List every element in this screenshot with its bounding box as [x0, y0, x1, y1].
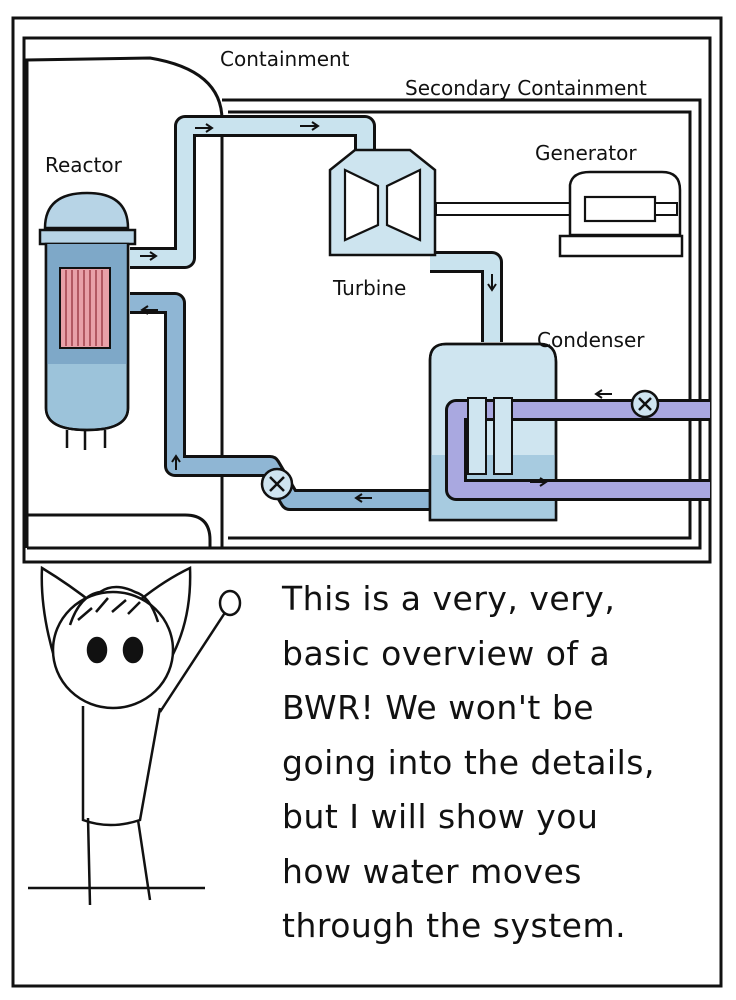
cooling-loop — [448, 402, 710, 498]
turbine-shaft — [435, 202, 572, 216]
raised-hand — [218, 589, 242, 617]
speech-line-2: basic overview of a — [282, 633, 611, 673]
reactor-vessel — [38, 191, 137, 450]
speech-text: This is a very, very, basic overview of … — [282, 572, 722, 954]
containment-dome — [25, 56, 224, 548]
speech-line-4: going into the details, — [282, 742, 655, 782]
turbine-casing — [328, 148, 437, 257]
valve-x-mark — [269, 476, 285, 492]
right-ear — [139, 566, 192, 661]
speech-line-7: through the system. — [282, 906, 627, 945]
turbine-label: Turbine — [332, 276, 406, 300]
containment-label: Containment — [220, 47, 350, 71]
feedwater-pipe — [130, 295, 440, 508]
legs — [86, 817, 152, 906]
condenser-tube-2 — [493, 397, 513, 475]
turbine-blade-right-icon — [385, 168, 422, 242]
exhaust-pipe-outline — [430, 251, 503, 342]
comic-border — [11, 16, 723, 988]
character — [28, 565, 242, 906]
containment-inner-base — [27, 513, 212, 548]
left-eye — [86, 636, 108, 664]
condenser-label: Condenser — [537, 328, 645, 352]
secondary-containment-wall — [27, 98, 702, 550]
left-ear — [40, 565, 96, 661]
secondary-containment-inner-wall — [228, 110, 692, 540]
condenser-tube-1 — [467, 397, 487, 475]
cooling-valve-x-mark — [638, 397, 652, 411]
speech-line-1: This is a very, very, — [282, 579, 616, 618]
steam-pipe — [130, 118, 373, 266]
hair — [68, 585, 160, 626]
head — [51, 590, 175, 710]
secondary-containment-label: Secondary Containment — [405, 76, 647, 100]
top-panel-border — [22, 36, 712, 564]
generator — [558, 170, 684, 258]
reactor-label: Reactor — [45, 153, 123, 177]
flow-arrows — [140, 121, 612, 503]
speech-line-5: but I will show you — [282, 797, 599, 836]
speech-line-6: how water moves — [282, 851, 582, 891]
raised-arm — [158, 607, 230, 713]
speech-line-3: BWR! We won't be — [282, 688, 595, 727]
turbine-blade-left-icon — [343, 168, 380, 242]
generator-label: Generator — [535, 141, 637, 165]
exhaust-pipe — [430, 254, 500, 342]
right-eye — [122, 636, 144, 664]
body — [81, 706, 162, 827]
